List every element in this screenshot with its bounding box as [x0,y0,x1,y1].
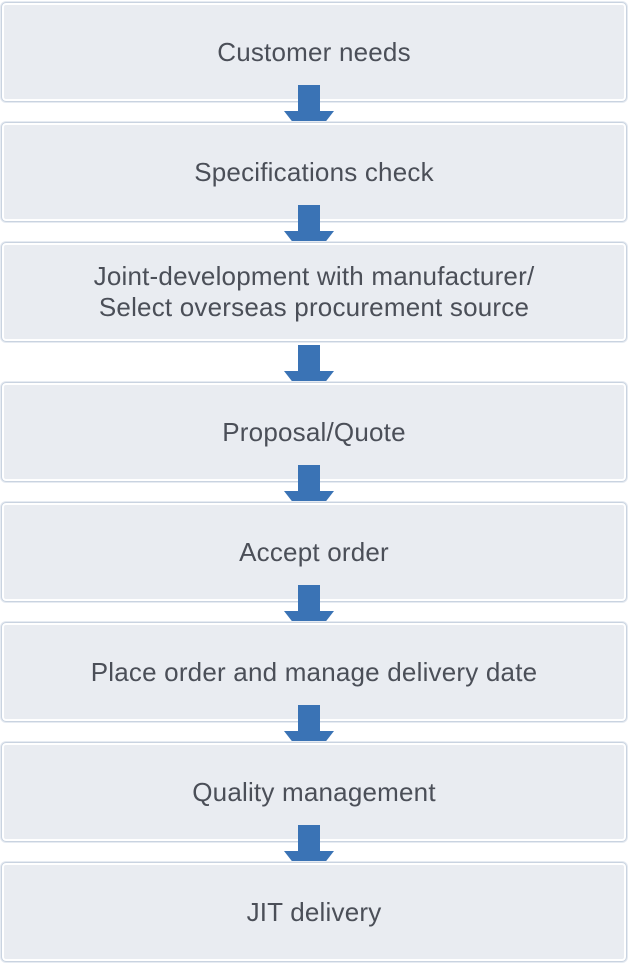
step-label: JIT delivery [246,896,382,927]
step-label: Joint-development with manufacturer/ Sel… [93,261,535,322]
down-arrow-icon [284,205,334,263]
step-customer-needs: Customer needs [1,2,627,102]
down-arrow-icon [284,465,334,523]
step-label: Accept order [239,536,389,567]
step-label: Specifications check [194,156,434,187]
down-arrow-icon [284,85,334,143]
step-joint-development: Joint-development with manufacturer/ Sel… [1,242,627,342]
step-label: Quality management [192,776,436,807]
step-quality-management: Quality management [1,742,627,842]
step-label: Proposal/Quote [222,416,406,447]
down-arrow-icon [284,705,334,763]
step-specifications-check: Specifications check [1,122,627,222]
step-label: Place order and manage delivery date [90,656,538,687]
down-arrow-icon [284,585,334,643]
step-label: Customer needs [217,36,411,67]
down-arrow-icon [284,345,334,403]
down-arrow-icon [284,825,334,883]
step-jit-delivery: JIT delivery [1,862,627,962]
step-accept-order: Accept order [1,502,627,602]
